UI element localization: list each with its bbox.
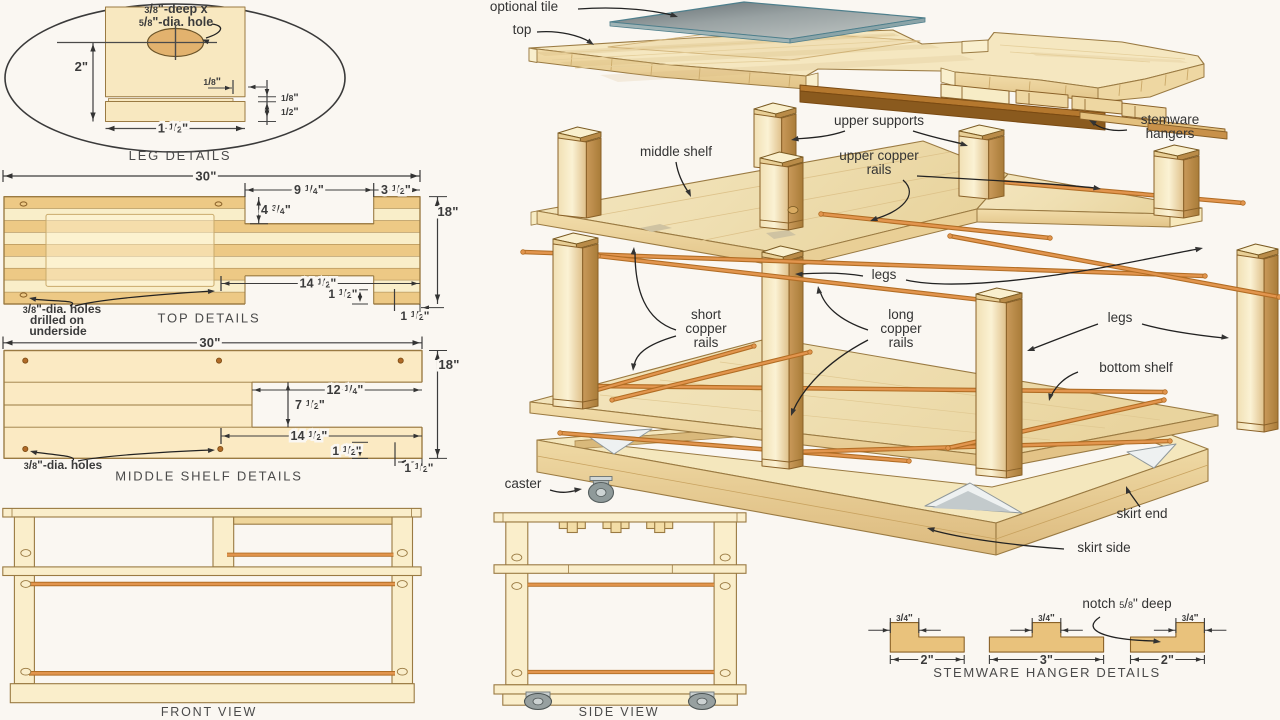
svg-text:optional tile: optional tile: [490, 0, 558, 14]
svg-text:7 1/2": 7 1/2": [295, 398, 325, 412]
svg-text:2": 2": [75, 59, 88, 74]
svg-text:3/8"-dia. holes: 3/8"-dia. holes: [24, 458, 103, 472]
svg-text:3/4": 3/4": [1182, 612, 1199, 624]
svg-text:copper: copper: [685, 321, 727, 336]
svg-text:LEG DETAILS: LEG DETAILS: [129, 148, 232, 163]
svg-text:copper: copper: [880, 321, 922, 336]
svg-text:1/8": 1/8": [203, 76, 221, 88]
svg-text:1 1/2": 1 1/2": [328, 287, 357, 301]
svg-text:9 1/4": 9 1/4": [294, 183, 324, 197]
svg-text:1 1/2": 1 1/2": [404, 461, 433, 475]
svg-text:legs: legs: [872, 267, 897, 282]
svg-text:notch 5/8" deep: notch 5/8" deep: [1082, 596, 1171, 611]
svg-text:bottom shelf: bottom shelf: [1099, 360, 1173, 375]
svg-text:3/4": 3/4": [896, 612, 913, 624]
svg-text:1 1/2": 1 1/2": [332, 444, 361, 458]
svg-text:hangers: hangers: [1146, 126, 1195, 141]
svg-text:legs: legs: [1108, 310, 1133, 325]
svg-text:underside: underside: [29, 324, 87, 338]
svg-text:1/2": 1/2": [281, 106, 299, 118]
svg-text:1 1/2": 1 1/2": [400, 309, 429, 323]
svg-text:upper copper: upper copper: [839, 148, 919, 163]
svg-text:middle shelf: middle shelf: [640, 144, 712, 159]
svg-text:rails: rails: [694, 335, 719, 350]
svg-text:TOP DETAILS: TOP DETAILS: [158, 311, 261, 326]
svg-text:3/8"-dia. holes: 3/8"-dia. holes: [23, 302, 102, 316]
svg-text:drilled on: drilled on: [30, 313, 84, 327]
svg-text:12 1/4": 12 1/4": [326, 383, 363, 397]
svg-text:4 3/4": 4 3/4": [261, 203, 291, 217]
svg-text:MIDDLE SHELF DETAILS: MIDDLE SHELF DETAILS: [115, 469, 302, 484]
svg-text:STEMWARE HANGER DETAILS: STEMWARE HANGER DETAILS: [933, 665, 1161, 680]
svg-text:FRONT VIEW: FRONT VIEW: [161, 705, 257, 719]
svg-text:skirt end: skirt end: [1116, 506, 1167, 521]
svg-text:14 1/2": 14 1/2": [299, 276, 336, 290]
svg-text:3 1/2": 3 1/2": [381, 183, 411, 197]
svg-text:2": 2": [921, 653, 934, 667]
svg-text:long: long: [888, 307, 914, 322]
svg-text:2": 2": [1161, 653, 1174, 667]
svg-text:18": 18": [437, 204, 458, 219]
svg-text:1/8": 1/8": [281, 92, 299, 104]
svg-text:upper supports: upper supports: [834, 113, 924, 128]
svg-text:short: short: [691, 307, 721, 322]
svg-text:14 1/2": 14 1/2": [290, 429, 327, 443]
svg-text:caster: caster: [505, 476, 542, 491]
svg-text:skirt side: skirt side: [1077, 540, 1130, 555]
svg-text:30": 30": [195, 169, 216, 184]
svg-text:3": 3": [1040, 653, 1053, 667]
svg-text:30": 30": [199, 335, 220, 350]
svg-text:rails: rails: [889, 335, 914, 350]
svg-text:3/8"-deep x: 3/8"-deep x: [144, 2, 207, 16]
svg-text:1 1/2": 1 1/2": [158, 121, 189, 136]
svg-text:3/4": 3/4": [1038, 612, 1055, 624]
svg-text:5/8"-dia. hole: 5/8"-dia. hole: [139, 15, 213, 29]
svg-text:rails: rails: [867, 162, 892, 177]
svg-text:top: top: [513, 22, 532, 37]
svg-text:18": 18": [438, 357, 459, 372]
svg-text:SIDE VIEW: SIDE VIEW: [579, 705, 660, 719]
svg-text:stemware: stemware: [1141, 112, 1200, 127]
